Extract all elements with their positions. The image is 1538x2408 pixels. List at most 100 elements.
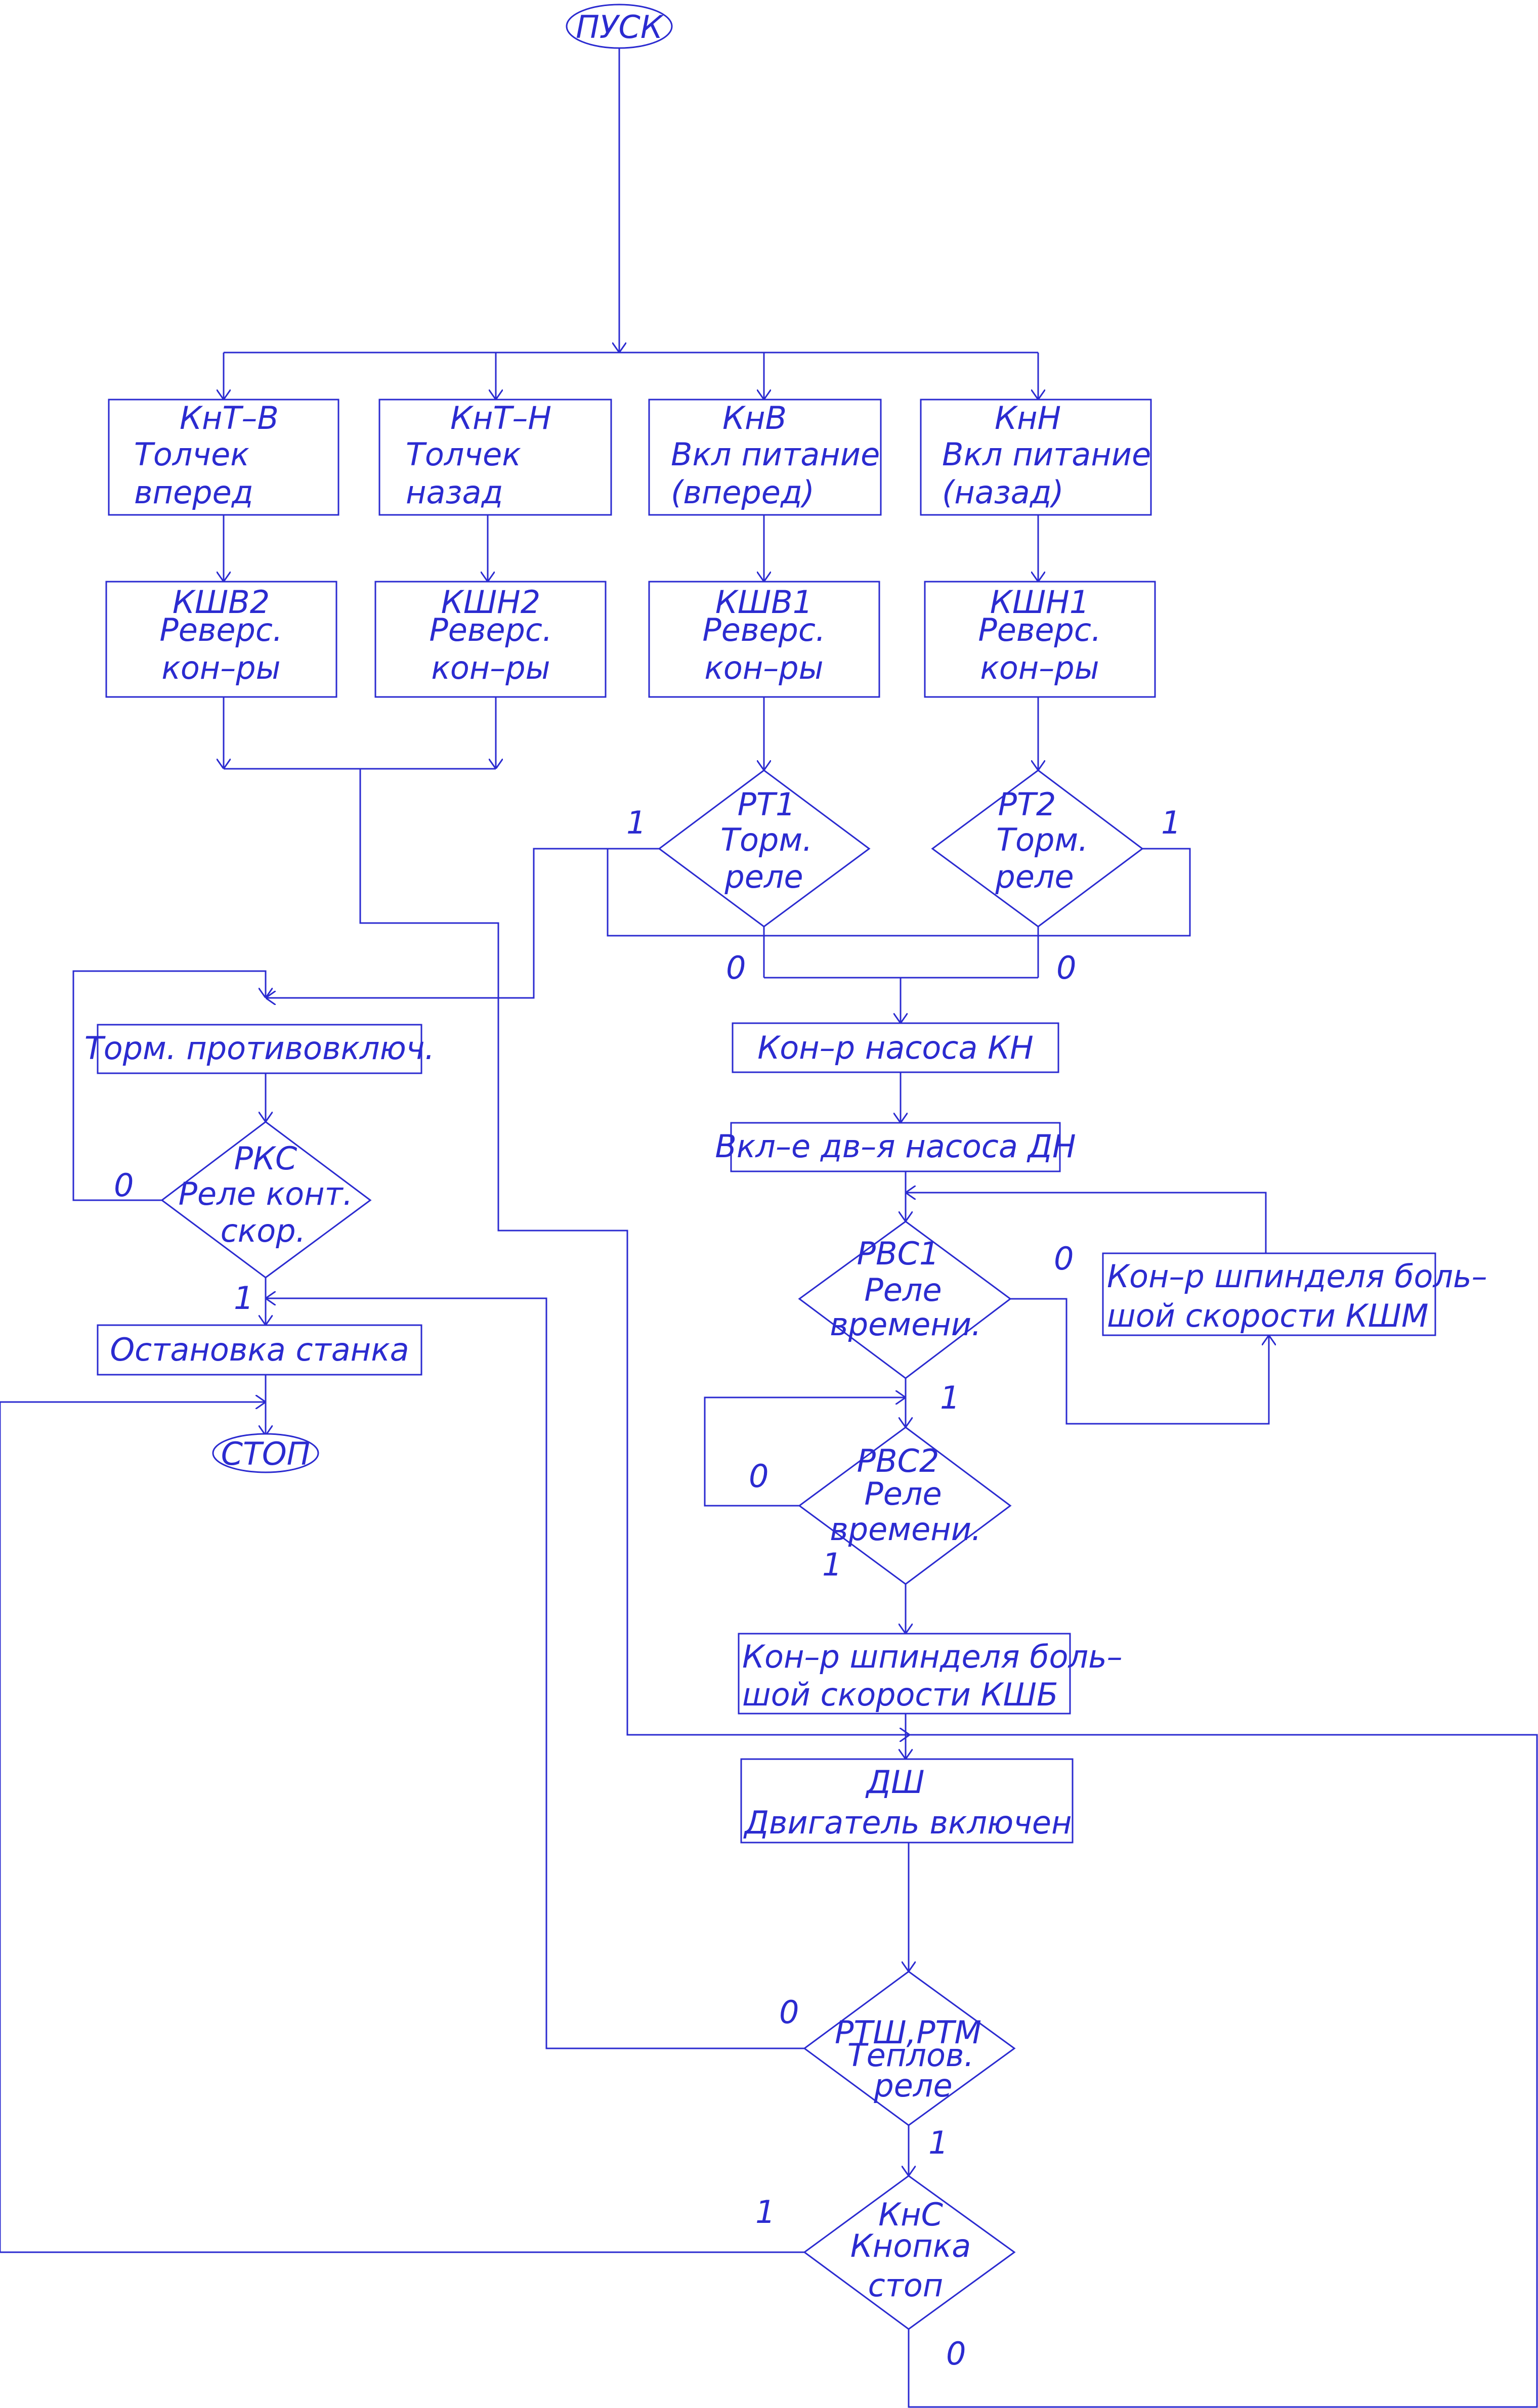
label-rks-zero: 0 [114, 1167, 134, 1204]
decision-rtsh: РТШ,РТМ Теплов. реле [803, 1971, 1016, 2126]
block-kshb: Кон–р шпинделя боль– шой скорости КШБ [738, 1633, 1123, 1715]
label-rks-one: 1 [234, 1280, 253, 1317]
label-rt2-zero: 0 [1056, 949, 1076, 986]
block-pump-contactor: Кон–р насоса КН [732, 1022, 1059, 1073]
branch-labels: 1 0 1 0 0 1 0 1 0 1 0 1 1 0 [114, 804, 1181, 2372]
label-rt1-one: 1 [626, 804, 646, 841]
label-rtsh-zero: 0 [779, 1994, 799, 2031]
block-knn-line2: Вкл питание [942, 436, 1151, 473]
decision-rvs2-line1: РВС2 [857, 1442, 939, 1479]
stop-label: СТОП [221, 1435, 311, 1472]
decision-rt2: РТ2 Торм. реле [931, 769, 1144, 928]
block-brake: Торм. противовключ. [84, 1024, 435, 1074]
label-kns-zero: 0 [946, 2335, 966, 2372]
decision-rvs1: РВС1 Реле времени. [798, 1220, 1012, 1379]
block-knv-line2: Вкл питание [671, 436, 880, 473]
block-brake-label: Торм. противовключ. [84, 1030, 435, 1067]
label-rt1-zero: 0 [726, 949, 746, 986]
block-kshb-line1: Кон–р шпинделя боль– [742, 1638, 1123, 1675]
block-motor-line2: Двигатель включен [743, 1804, 1072, 1841]
decision-rtsh-line2: Теплов. [847, 2037, 974, 2074]
start-label: ПУСК [576, 9, 664, 46]
block-kshv2: КШВ2 Реверс. кон–ры [105, 581, 337, 698]
line-loop-rt1-left [607, 848, 659, 860]
block-kshv2-line3: кон–ры [161, 649, 280, 686]
line-rvs2-zero [704, 1397, 906, 1507]
block-pump-contactor-label: Кон–р насоса КН [757, 1029, 1034, 1066]
block-knn-line1: КнН [995, 400, 1061, 436]
line-kns-zero [908, 1734, 1538, 2408]
block-knt-v: КнТ–В Толчек вперед [108, 399, 339, 516]
block-kshm-line1: Кон–р шпинделя боль– [1107, 1258, 1487, 1295]
line-kshm-back [906, 1193, 1267, 1253]
decision-kns-line2: Кнопка [850, 2227, 971, 2264]
decision-rvs1-line2: Реле [864, 1272, 942, 1308]
block-knn: КнН Вкл питание (назад) [920, 399, 1152, 516]
decision-rtsh-line3: реле [873, 2067, 952, 2104]
block-pump-motor: Вкл–е дв–я насоса ДН [715, 1122, 1076, 1172]
line-left-merge-route [359, 769, 910, 1735]
block-kshb-line2: шой скорости КШБ [742, 1676, 1058, 1713]
block-knt-n-line1: КнТ–Н [450, 400, 551, 436]
block-machine-stop-label: Остановка станка [110, 1331, 409, 1368]
decision-rks-line1: РКС [234, 1140, 297, 1177]
decision-rks-line2: Реле конт. [179, 1175, 353, 1212]
connectors [0, 48, 1538, 2408]
block-knv: КнВ Вкл питание (вперед) [648, 399, 882, 516]
label-kns-one: 1 [755, 2194, 775, 2230]
block-motor-line1: ДШ [865, 1764, 925, 1801]
decision-rtsh-line1: РТШ,РТМ [835, 2014, 981, 2051]
block-kshn1-line2: Реверс. [978, 611, 1101, 648]
block-knt-n-line3: назад [406, 474, 503, 511]
block-kshv2-line1: КШВ2 [173, 584, 270, 621]
block-kshn2-line1: КШН2 [441, 584, 540, 621]
decision-rt2-line3: реле [995, 858, 1074, 895]
decision-rvs1-line1: РВС1 [857, 1235, 939, 1272]
label-rvs2-zero: 0 [749, 1458, 768, 1495]
block-kshn1-line1: КШН1 [990, 584, 1089, 621]
block-knt-v-line2: Толчек [134, 436, 249, 473]
decision-rt1-line1: РТ1 [738, 786, 796, 823]
line-kns-one [0, 1402, 804, 2253]
block-kshv1-line3: кон–ры [704, 649, 823, 686]
line-rt1-rt2-loop [607, 848, 1191, 937]
block-knv-line3: (вперед) [671, 474, 815, 511]
block-kshv1-line1: КШВ1 [715, 584, 813, 621]
block-kshv1: КШВ1 Реверс. кон–ры [648, 581, 880, 698]
block-kshv1-line2: Реверс. [702, 611, 825, 648]
decision-kns-line3: стоп [868, 2267, 944, 2304]
decision-kns: КнС Кнопка стоп [803, 2175, 1016, 2330]
start-terminal: ПУСК [566, 4, 673, 49]
block-kshn2: КШН2 Реверс. кон–ры [374, 581, 607, 698]
block-kshn1-line3: кон–ры [980, 649, 1099, 686]
decision-rvs1-line3: времени. [830, 1306, 981, 1343]
decision-rt2-line2: Торм. [996, 821, 1088, 858]
label-rvs1-one: 1 [940, 1379, 960, 1416]
decision-rt1: РТ1 Торм. реле [658, 769, 871, 928]
decision-rt1-line3: реле [724, 858, 803, 895]
block-machine-stop: Остановка станка [97, 1324, 422, 1376]
block-knt-v-line1: КнТ–В [180, 400, 279, 436]
block-kshm: Кон–р шпинделя боль– шой скорости КШМ [1102, 1252, 1487, 1336]
block-kshn2-line2: Реверс. [429, 611, 552, 648]
decision-rks-line3: скор. [221, 1212, 306, 1249]
block-knt-n-line2: Толчек [406, 436, 521, 473]
decision-rt2-line1: РТ2 [998, 786, 1056, 823]
block-knt-n: КнТ–Н Толчек назад [378, 399, 612, 516]
decision-rt1-line2: Торм. [720, 821, 813, 858]
block-knv-line1: КнВ [722, 400, 787, 436]
label-rt2-one: 1 [1161, 804, 1181, 841]
block-knn-line3: (назад) [942, 474, 1064, 511]
decision-rvs2-line3: времени. [830, 1511, 981, 1548]
block-knt-v-line3: вперед [134, 474, 253, 511]
block-motor: ДШ Двигатель включен [740, 1758, 1074, 1844]
block-kshv2-line2: Реверс. [159, 611, 282, 648]
decision-rks: РКС Реле конт. скор. [160, 1121, 372, 1279]
decision-rvs2-line2: Реле [864, 1475, 942, 1512]
label-rvs1-zero: 0 [1054, 1240, 1074, 1277]
line-rks-zero [72, 970, 266, 1201]
decision-kns-line1: КнС [878, 2196, 944, 2233]
line-rt1-one [266, 848, 659, 998]
label-rvs2-one: 1 [822, 1546, 842, 1583]
